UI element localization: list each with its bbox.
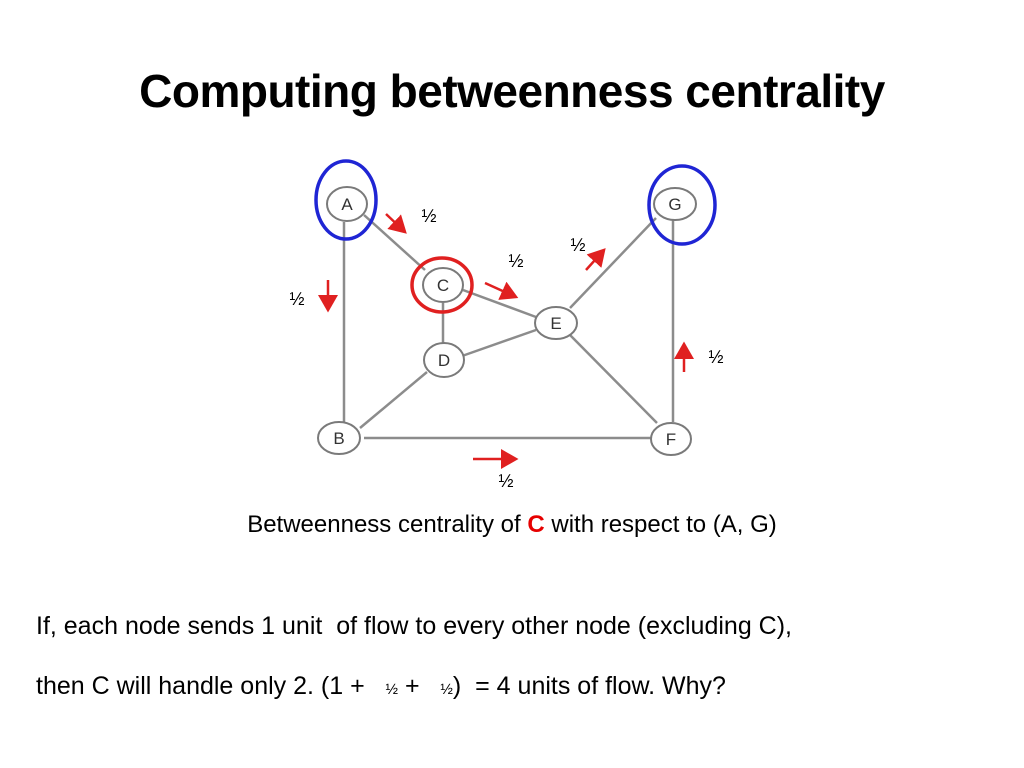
explanation-line-1: If, each node sends 1 unit of flow to ev… — [36, 612, 792, 640]
node-a: A — [326, 186, 368, 222]
node-d: D — [423, 342, 465, 378]
flow-label-a-b: ½ — [289, 289, 304, 309]
node-a-label: A — [341, 195, 353, 214]
node-b-label: B — [333, 429, 344, 448]
flow-label-e-g: ½ — [570, 235, 585, 255]
caption-highlight-node: C — [527, 511, 545, 538]
edge-d-e — [461, 328, 537, 358]
node-c: C — [422, 267, 464, 303]
flow-label-b-f: ½ — [498, 471, 513, 491]
node-f-label: F — [666, 430, 676, 449]
explanation-line-2-part-c: ) = 4 units of flow. Why? — [452, 672, 726, 700]
caption-prefix: Betweenness centrality of — [247, 511, 528, 538]
edge-a-c — [363, 214, 426, 271]
diagram-caption: Betweenness centrality of C with respect… — [0, 511, 1024, 539]
edge-c-e — [462, 288, 537, 319]
node-g: G — [653, 187, 697, 221]
node-c-highlight — [410, 256, 474, 314]
arrow-a-to-c — [385, 213, 407, 234]
slide-title: Computing betweenness centrality — [139, 65, 885, 117]
endpoint-highlight-a — [314, 159, 378, 241]
edge-d-b — [359, 371, 428, 429]
flow-arrows — [318, 213, 694, 469]
node-e: E — [534, 306, 578, 340]
node-d-label: D — [438, 351, 450, 370]
node-e-label: E — [550, 314, 561, 333]
edge-e-g — [569, 217, 657, 309]
node-f: F — [650, 422, 692, 456]
caption-suffix: with respect to (A, G) — [544, 511, 777, 538]
graph-nodes: A B C D E F G — [317, 186, 697, 456]
flow-label-c-e: ½ — [508, 251, 523, 271]
flow-label-a-c: ½ — [421, 206, 436, 226]
explanation-line-2-part-a: then C will handle only 2. (1 + — [36, 672, 386, 700]
node-g-label: G — [668, 195, 681, 214]
edge-e-f — [569, 334, 658, 424]
node-b: B — [317, 421, 361, 455]
explanation-line-2-part-b: + — [398, 672, 441, 700]
graph-edges — [342, 214, 675, 440]
flow-label-f-g: ½ — [708, 347, 723, 367]
flow-labels: ½ ½ ½ ½ ½ ½ — [289, 206, 723, 491]
arrow-c-to-e — [484, 281, 519, 300]
explanation-fraction-2: ½ — [440, 681, 453, 698]
node-c-label: C — [437, 276, 449, 295]
endpoint-highlight-g — [647, 164, 717, 246]
explanation-line-2: then C will handle only 2. (1 + ½ + ½) =… — [36, 672, 726, 701]
explanation-fraction-1: ½ — [385, 681, 399, 698]
arrow-e-to-g — [585, 248, 606, 271]
